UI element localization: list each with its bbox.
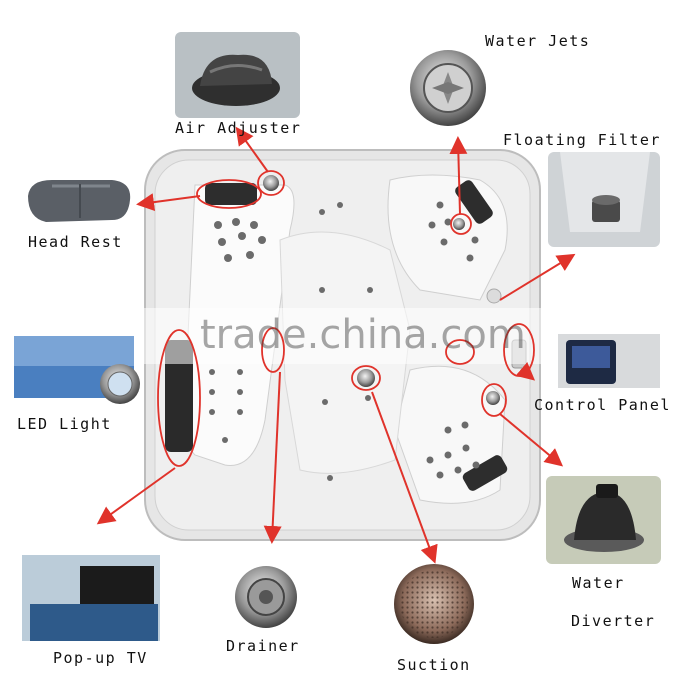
label-water-diverter-line1: Water bbox=[572, 574, 625, 592]
head-rest-photo bbox=[28, 180, 131, 222]
control-panel-photo bbox=[558, 334, 660, 388]
air-adjuster-fitting bbox=[263, 175, 279, 191]
headrest-cushion bbox=[205, 183, 257, 205]
label-air-adjuster: Air Adjuster bbox=[175, 119, 302, 137]
water-jets-photo bbox=[410, 50, 486, 126]
drainer-photo bbox=[235, 566, 297, 628]
air-adjuster-photo bbox=[175, 32, 300, 118]
jet-cluster bbox=[209, 201, 480, 481]
filter-opening bbox=[486, 288, 502, 304]
label-led-light: LED Light bbox=[17, 415, 112, 433]
water-jet-fitting bbox=[453, 218, 465, 230]
label-water-jets: Water Jets bbox=[485, 32, 591, 50]
label-head-rest: Head Rest bbox=[28, 233, 123, 251]
suction-fitting bbox=[357, 369, 375, 387]
label-water-diverter-line2: Diverter bbox=[571, 612, 656, 630]
water-diverter-photo bbox=[546, 476, 661, 564]
callout-arrows bbox=[96, 126, 576, 564]
popup-tv-photo bbox=[22, 555, 160, 641]
watermark: trade.china.com bbox=[200, 312, 526, 358]
floating-filter-photo bbox=[548, 152, 660, 247]
label-control-panel: Control Panel bbox=[534, 396, 671, 414]
label-floating-filter: Floating Filter bbox=[503, 131, 661, 149]
led-light-strip bbox=[165, 340, 193, 452]
diverter-knob bbox=[486, 391, 500, 405]
label-suction: Suction bbox=[397, 656, 471, 674]
suction-photo bbox=[394, 564, 474, 644]
label-drainer: Drainer bbox=[226, 637, 300, 655]
label-popup-tv: Pop-up TV bbox=[53, 649, 148, 667]
led-light-photo bbox=[14, 336, 140, 404]
